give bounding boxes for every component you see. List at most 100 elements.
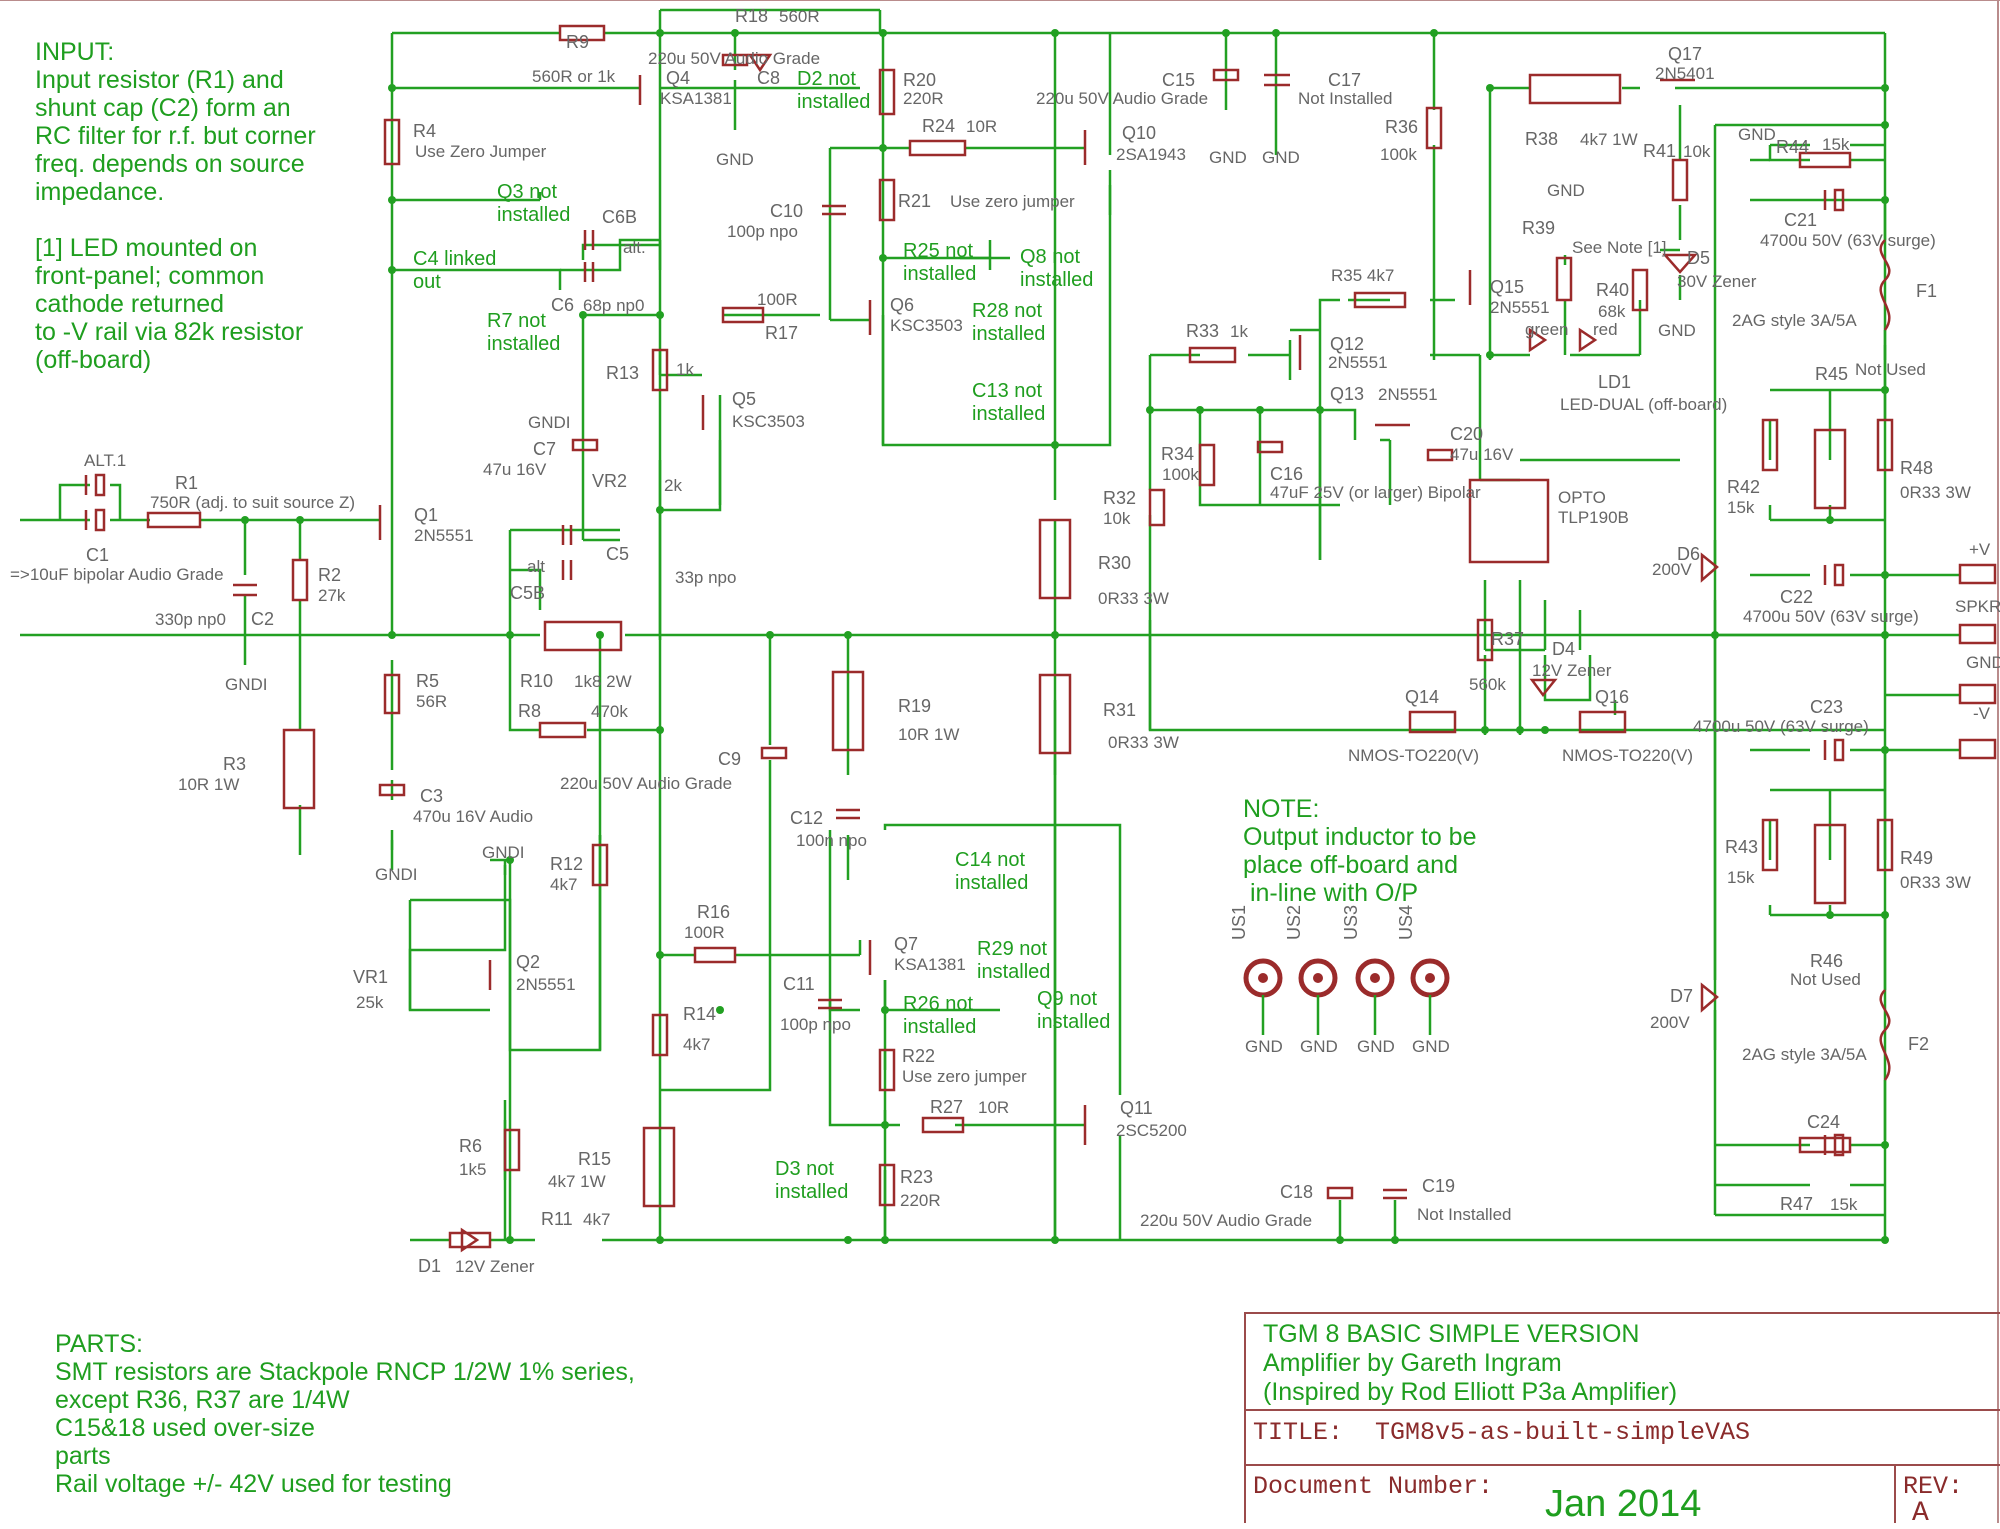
component-label: 2AG style 3A/5A — [1732, 311, 1857, 330]
component-label: Not Used — [1790, 970, 1861, 989]
component-label: 1k8 2W — [574, 672, 632, 691]
component-label: 1k — [1230, 322, 1248, 341]
component-label: GNDI — [528, 413, 571, 432]
component-label: GND — [716, 150, 754, 169]
component-label: 100p npo — [727, 222, 798, 241]
component-label: 0R33 3W — [1900, 873, 1971, 892]
component-label: 100n npo — [796, 831, 867, 850]
component-label: KSA1381 — [660, 89, 732, 108]
component-label: 10k — [1683, 142, 1711, 161]
component-label: Q6 — [890, 295, 914, 315]
component-label: R42 — [1727, 477, 1760, 497]
component-label: C5B — [510, 583, 545, 603]
component-label: NMOS-TO220(V) — [1562, 746, 1693, 765]
component-label: 10R — [966, 117, 997, 136]
component-label: D1 — [418, 1256, 441, 1276]
component-label: R4 — [413, 121, 436, 141]
component-label: US2 — [1284, 905, 1304, 940]
component-label: GND — [1547, 181, 1585, 200]
component-label: 47u 16V — [1450, 445, 1514, 464]
component-label: GNDI — [482, 843, 525, 862]
gnd-label: GND — [1357, 1037, 1395, 1056]
component-label: LED-DUAL (off-board) — [1560, 395, 1727, 414]
component-label: Q12 — [1330, 334, 1364, 354]
component-label: =>10uF bipolar Audio Grade — [10, 565, 224, 584]
component-label: 560k — [1469, 675, 1506, 694]
input-line: cathode returned — [35, 290, 225, 318]
component-label: 10k — [1103, 509, 1131, 528]
component-label: 4k7 1W — [548, 1172, 606, 1191]
component-label: 15k — [1727, 498, 1755, 517]
component-label: LD1 — [1598, 372, 1631, 392]
component-label: 15k — [1830, 1195, 1858, 1214]
component-label: NMOS-TO220(V) — [1348, 746, 1479, 765]
input-line: freq. depends on source — [35, 150, 305, 178]
component-label: R47 — [1780, 1194, 1813, 1214]
component-label: Q5 — [732, 389, 756, 409]
component-label: TLP190B — [1558, 508, 1629, 527]
component-label: R6 — [459, 1136, 482, 1156]
component-label: R12 — [550, 854, 583, 874]
component-label: US1 — [1229, 905, 1249, 940]
component-label: alt — [527, 557, 545, 576]
component-label: C18 — [1280, 1182, 1313, 1202]
component-label: R30 — [1098, 553, 1131, 573]
component-label: GND — [1658, 321, 1696, 340]
component-label: -V — [1973, 704, 1991, 723]
title-block-frame — [1244, 1312, 2000, 1523]
component-label: C19 — [1422, 1176, 1455, 1196]
component-label: R17 — [765, 323, 798, 343]
component-label: C21 — [1784, 210, 1817, 230]
component-label: 47uF 25V (or larger) Bipolar — [1270, 483, 1481, 502]
component-label: 0R33 3W — [1900, 483, 1971, 502]
component-label: Q11 — [1120, 1098, 1153, 1118]
component-label: GND — [1738, 125, 1776, 144]
component-label: C6B — [602, 207, 637, 227]
component-label: 100k — [1380, 145, 1417, 164]
junction-dots — [241, 29, 1889, 1244]
component-label: R27 — [930, 1097, 963, 1117]
component-label: 12V Zener — [1532, 661, 1612, 680]
component-label: 27k — [318, 586, 346, 605]
component-label: 68p np0 — [583, 296, 644, 315]
component-label: 560R — [779, 7, 820, 26]
component-label: 470k — [591, 702, 628, 721]
component-label: R14 — [683, 1004, 716, 1024]
component-label: R11 — [541, 1209, 573, 1229]
input-line — [35, 206, 316, 234]
mounting-hole-centers — [1258, 973, 1435, 983]
component-label: D7 — [1670, 986, 1693, 1006]
component-label: R8 — [518, 701, 541, 721]
component-label: Not Installed — [1417, 1205, 1512, 1224]
component-label: R35 4k7 — [1331, 266, 1394, 285]
component-label: R41 — [1643, 141, 1676, 161]
component-label: 10R 1W — [898, 725, 959, 744]
component-label: 47u 16V — [483, 460, 547, 479]
component-label: R21 — [898, 191, 931, 211]
component-label: 4k7 — [683, 1035, 710, 1054]
component-label: 10R 1W — [178, 775, 239, 794]
parts-line: SMT resistors are Stackpole RNCP 1/2W 1%… — [55, 1358, 635, 1386]
input-line: [1] LED mounted on — [35, 234, 258, 262]
revision-label: REV: — [1903, 1472, 1964, 1501]
component-label: 4700u 50V (63V surge) — [1760, 231, 1936, 250]
component-label: R44 — [1776, 137, 1809, 157]
component-label: 330p np0 — [155, 610, 226, 629]
component-label: 560R or 1k — [532, 67, 616, 86]
component-label: 100p npo — [780, 1015, 851, 1034]
component-label: C2 — [251, 609, 274, 629]
component-label: 2SA1943 — [1116, 145, 1186, 164]
title-line: Amplifier by Gareth Ingram — [1263, 1349, 1562, 1377]
parts-note: PARTS:SMT resistors are Stackpole RNCP 1… — [55, 1330, 635, 1498]
parts-line: parts — [55, 1442, 111, 1470]
component-label: red — [1593, 320, 1618, 339]
component-label: 100R — [684, 923, 725, 942]
input-line: (off-board) — [35, 346, 152, 374]
